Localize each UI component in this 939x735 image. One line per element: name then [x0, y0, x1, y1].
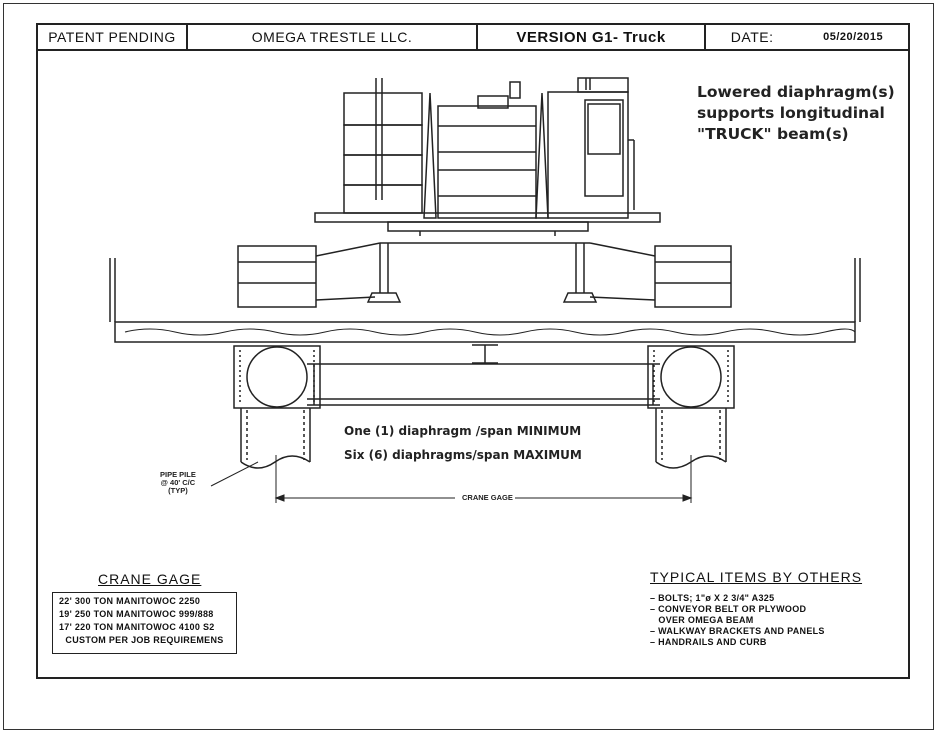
crane-gage-dimension [274, 455, 693, 503]
note-diaphragm-count: One (1) diaphragm /span MINIMUM Six (6) … [344, 419, 582, 467]
company-name: OMEGA TRESTLE LLC. [188, 25, 478, 49]
crane-gage-row: 17' 220 TON MANITOWOC 4100 S2 [59, 622, 215, 632]
diaphragm-beam [307, 363, 660, 406]
crane-cab [547, 77, 635, 219]
crane-jacks [366, 243, 598, 303]
crawler-track-left [237, 245, 317, 308]
pipe-pile-left [240, 408, 311, 469]
patent-status: PATENT PENDING [38, 25, 188, 49]
crane-turntable [314, 212, 661, 236]
crane-gage-row: 22' 300 TON MANITOWOC 2250 [59, 596, 201, 606]
list-item: – BOLTS; 1"ø X 2 3/4" A325 [650, 593, 775, 603]
carbody-frame [315, 242, 656, 301]
crane-engine-housing [423, 81, 549, 219]
note-line: Six (6) diaphragms/span MAXIMUM [344, 448, 582, 462]
date-label: DATE: [730, 29, 774, 45]
pipe-pile-leader [210, 461, 259, 487]
note-line: One (1) diaphragm /span MINIMUM [344, 424, 582, 438]
date-cell: DATE: 05/20/2015 [706, 25, 908, 49]
note-line: "TRUCK" beam(s) [697, 125, 849, 143]
crawler-track-right [654, 245, 732, 308]
note-line: supports longitudinal [697, 104, 885, 122]
list-item: OVER OMEGA BEAM [650, 615, 754, 625]
list-item: – HANDRAILS AND CURB [650, 637, 767, 647]
drawing-sheet: PATENT PENDING OMEGA TRESTLE LLC. VERSIO… [36, 23, 910, 679]
typical-items-title: TYPICAL ITEMS BY OTHERS [650, 569, 863, 585]
deck-plywood [109, 258, 861, 343]
crane-counterweight [343, 78, 423, 214]
typical-items-list: – BOLTS; 1"ø X 2 3/4" A325 – CONVEYOR BE… [650, 593, 825, 648]
title-block: PATENT PENDING OMEGA TRESTLE LLC. VERSIO… [38, 25, 908, 51]
note-line: Lowered diaphragm(s) [697, 83, 895, 101]
version-label: VERSION G1- Truck [478, 25, 706, 49]
list-item: – CONVEYOR BELT OR PLYWOOD [650, 604, 807, 614]
crane-gage-title: CRANE GAGE [98, 571, 202, 587]
crane-gage-dim-label: CRANE GAGE [460, 493, 515, 502]
page-frame [3, 3, 934, 730]
pipe-pile-label: PIPE PILE @ 40' C/C (TYP) [160, 470, 196, 495]
note-lowered-diaphragm: Lowered diaphragm(s) supports longitudin… [697, 82, 895, 145]
truck-i-beam [472, 344, 498, 364]
date-value: 05/20/2015 [823, 31, 884, 43]
crane-gage-table: 22' 300 TON MANITOWOC 2250 19' 250 TON M… [52, 592, 237, 654]
omega-beam-right [647, 345, 735, 409]
list-item: – WALKWAY BRACKETS AND PANELS [650, 626, 825, 636]
crane-gage-row: 19' 250 TON MANITOWOC 999/888 [59, 609, 214, 619]
crane-gage-row: CUSTOM PER JOB REQUIREMENS [65, 635, 224, 645]
